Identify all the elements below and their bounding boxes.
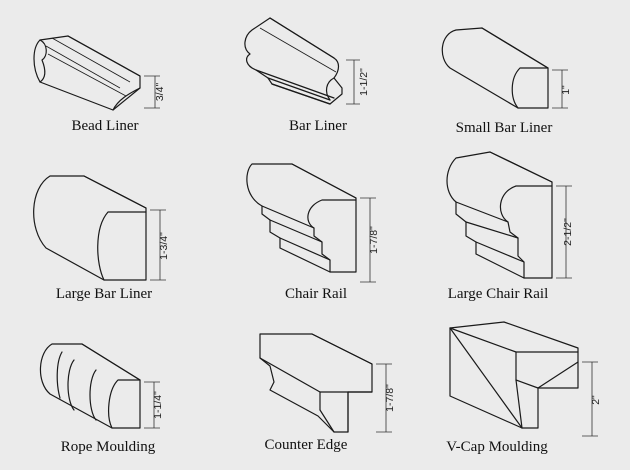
dimension-label: 1-1/4" bbox=[152, 391, 164, 419]
dimension-label: 3/4" bbox=[154, 83, 166, 102]
dimension-label: 1-3/4" bbox=[158, 232, 170, 260]
large-bar-liner-dimension: 1-3/4" bbox=[150, 209, 170, 281]
counter-edge-dimension: 1-7/8" bbox=[376, 363, 396, 433]
rope-moulding-label: Rope Moulding bbox=[60, 439, 156, 455]
dimension-label: 1-7/8" bbox=[384, 384, 396, 412]
v-cap-moulding-label: V-Cap Moulding bbox=[446, 439, 548, 455]
large-chair-rail-dimension: 2-1/2" bbox=[556, 185, 574, 279]
bead-liner-profile bbox=[33, 35, 141, 111]
v-cap-moulding-profile bbox=[449, 321, 579, 429]
chair-rail-dimension: 1-7/8" bbox=[360, 197, 380, 283]
dimension-label: 2" bbox=[590, 395, 602, 405]
small-bar-liner-dimension: 1" bbox=[552, 69, 572, 109]
counter-edge-profile bbox=[259, 333, 373, 433]
dimension-label: 2-1/2" bbox=[562, 218, 574, 246]
rope-moulding-profile bbox=[39, 343, 141, 429]
bar-liner-dimension: 1-1/2" bbox=[346, 59, 370, 105]
large-chair-rail-label: Large Chair Rail bbox=[447, 286, 549, 302]
chair-rail-label: Chair Rail bbox=[284, 286, 348, 302]
bead-liner-dimension: 3/4" bbox=[144, 75, 166, 109]
rope-moulding-dimension: 1-1/4" bbox=[144, 381, 164, 429]
chair-rail-profile bbox=[246, 163, 357, 273]
bead-liner-label: Bead Liner bbox=[71, 118, 139, 134]
large-bar-liner-label: Large Bar Liner bbox=[55, 286, 153, 302]
dimension-label: 1" bbox=[560, 85, 572, 95]
large-bar-liner-profile bbox=[33, 175, 147, 281]
bar-liner-label: Bar Liner bbox=[289, 118, 347, 134]
counter-edge-label: Counter Edge bbox=[264, 437, 348, 453]
v-cap-moulding-dimension: 2" bbox=[582, 361, 602, 437]
bar-liner-profile bbox=[244, 17, 343, 105]
dimension-label: 1-1/2" bbox=[358, 68, 370, 96]
small-bar-liner-profile bbox=[441, 27, 549, 109]
large-chair-rail-profile bbox=[446, 151, 553, 279]
dimension-label: 1-7/8" bbox=[368, 226, 380, 254]
small-bar-liner-label: Small Bar Liner bbox=[455, 120, 553, 136]
